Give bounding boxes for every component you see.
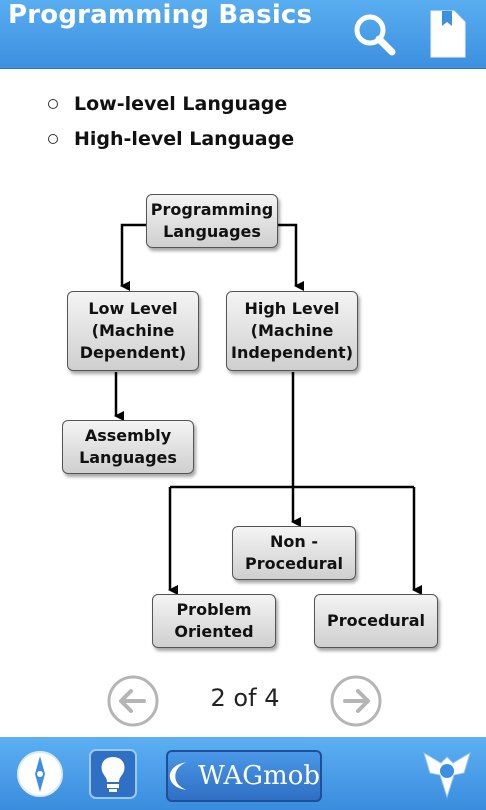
wagmob-label: WAGmob [198, 761, 320, 791]
bullet-icon [48, 133, 58, 144]
node-problem-oriented: Problem Oriented [152, 594, 276, 648]
lightbulb-icon[interactable] [88, 748, 138, 800]
bullet-icon [48, 98, 58, 109]
arrow-left-icon[interactable] [106, 674, 160, 728]
compass-icon[interactable] [14, 748, 66, 800]
arrow-right-icon[interactable] [329, 674, 383, 728]
connector-root-low [120, 223, 148, 291]
footer-bar: WAGmob [0, 737, 486, 810]
node-non-procedural: Non - Procedural [232, 526, 356, 580]
share-icon[interactable] [418, 747, 476, 803]
node-high-level: High Level (Machine Independent) [226, 291, 358, 371]
topic-list: Low-level Language High-level Language [48, 86, 294, 156]
list-item-label: Low-level Language [74, 92, 288, 115]
wagmob-button[interactable]: WAGmob [166, 750, 322, 802]
list-item-label: High-level Language [74, 127, 295, 150]
search-icon[interactable] [350, 10, 398, 58]
page-title: Programming Basics [8, 0, 313, 30]
node-procedural: Procedural [314, 594, 438, 648]
connector-root-high [278, 223, 304, 291]
list-item[interactable]: High-level Language [48, 121, 294, 156]
bookmark-icon[interactable] [428, 8, 468, 60]
node-programming-languages: Programming Languages [146, 194, 278, 248]
node-assembly-languages: Assembly Languages [62, 420, 194, 474]
list-item[interactable]: Low-level Language [48, 86, 294, 121]
node-low-level: Low Level (Machine Dependent) [67, 291, 199, 371]
wagmob-logo-icon [169, 762, 187, 790]
header-bar: Programming Basics [0, 0, 486, 69]
page-indicator: 2 of 4 [210, 684, 280, 712]
